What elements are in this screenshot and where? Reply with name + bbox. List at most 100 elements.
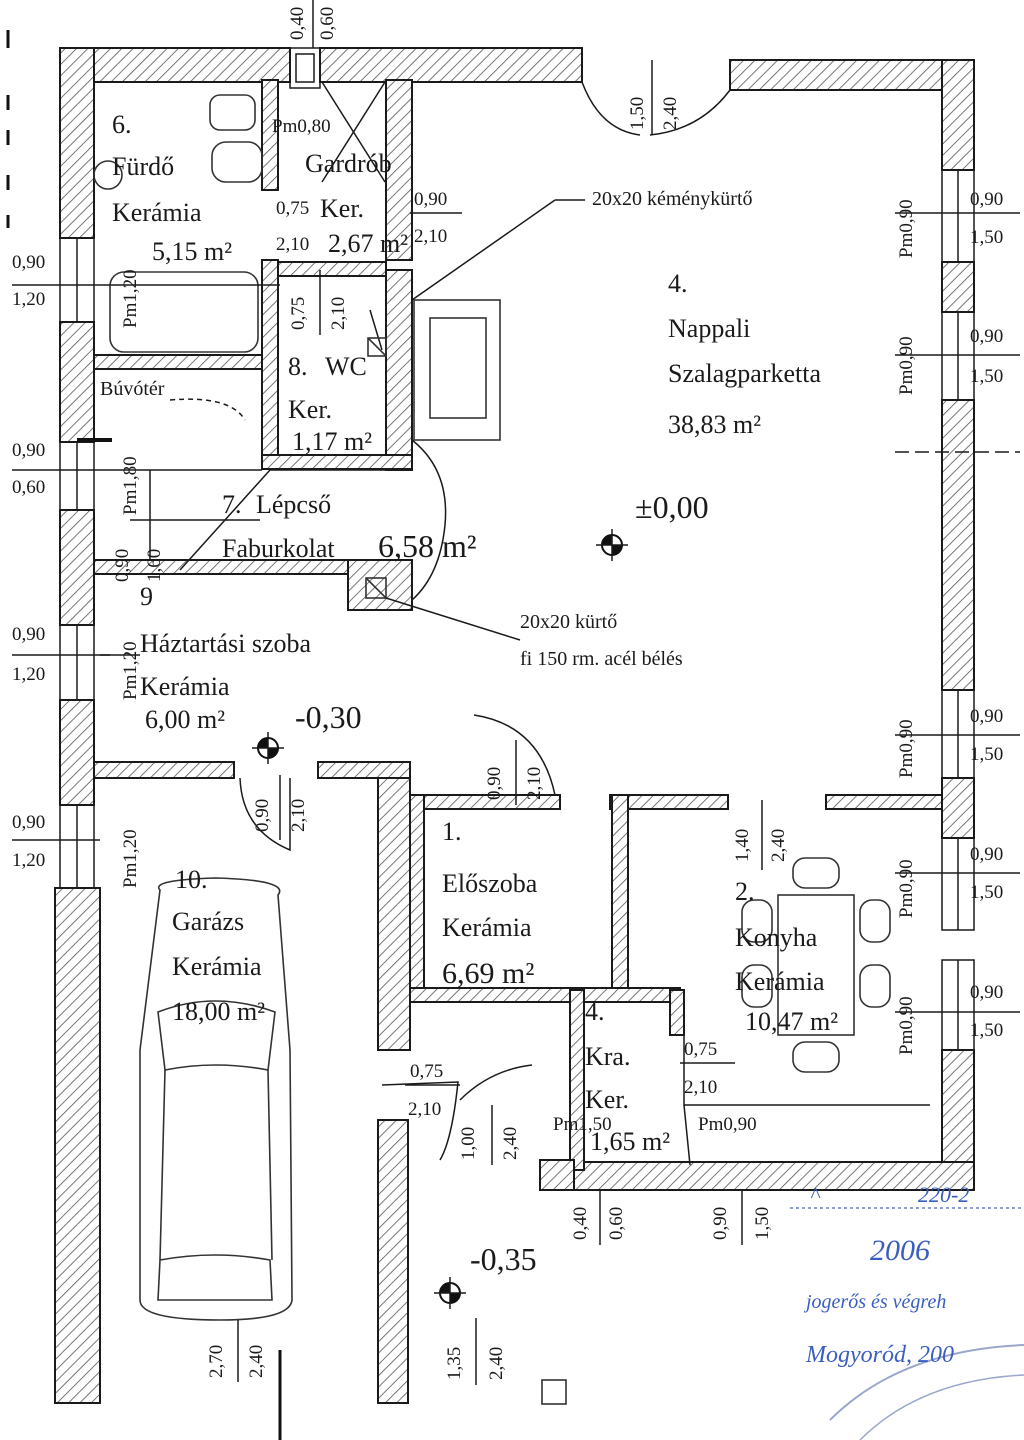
wall-kitchen-top — [825, 794, 943, 810]
dim-pm-bath-win: Pm1,20 — [120, 269, 141, 328]
dim-bath-door2-b: 2,10 — [328, 297, 349, 330]
dim-right-w4-a: 0,90 — [970, 844, 1003, 865]
dim-right-w2-a: 0,90 — [970, 326, 1003, 347]
room-kitchen-floor: Kerámia — [735, 967, 825, 996]
room-stair-floor: Faburkolat — [222, 534, 335, 563]
wall-bath-gard — [261, 79, 279, 191]
wall-gard-right — [385, 79, 413, 261]
dim-right-w3-a: 0,90 — [970, 706, 1003, 727]
bathtub — [109, 271, 259, 353]
room-utility-floor: Kerámia — [140, 672, 230, 701]
dim-bath-door-b: 2,10 — [276, 234, 309, 255]
dim-hall-door-b: 2,10 — [408, 1099, 441, 1120]
dim-pm-util: Pm1,20 — [120, 641, 141, 700]
wall-left-1 — [59, 47, 95, 239]
dim-kitchen-door-a: 1,40 — [732, 829, 753, 862]
stamp-line-2: 2006 — [870, 1234, 930, 1267]
room-living-name: Nappali — [668, 314, 750, 343]
dim-entry-door-a: 0,90 — [484, 767, 505, 800]
dim-top-b: 0,60 — [317, 7, 338, 40]
room-bath-floor: Kerámia — [112, 198, 202, 227]
room-kitchen-name: Konyha — [735, 923, 818, 952]
room-living-num: 4. — [668, 269, 688, 298]
room-wardrobe-name: Gardrób — [305, 149, 392, 178]
wall-left-3 — [59, 509, 95, 626]
wall-garage-right-upper — [377, 774, 411, 1051]
dim-bath-door-a: 0,75 — [276, 198, 309, 219]
levels: ±0,00 -0,30 -0,35 — [295, 489, 709, 1277]
dim-right-w4-b: 1,50 — [970, 882, 1003, 903]
dim-porch-b: 2,40 — [486, 1347, 507, 1380]
level-markers — [252, 529, 628, 1309]
room-hall-name: Előszoba — [442, 869, 538, 898]
stair — [100, 398, 447, 601]
room-pantry-floor: Ker. — [585, 1085, 629, 1114]
dim-util-door-a: 0,90 — [252, 799, 273, 832]
wall-util-bottom-1 — [93, 761, 235, 779]
wall-top-right — [729, 59, 974, 91]
dim-hall-door-a: 0,75 — [410, 1061, 443, 1082]
note-chimney-mid-1: 20x20 kürtő — [520, 611, 617, 633]
wall-left-4 — [59, 699, 95, 806]
room-hall-num: 1. — [442, 817, 462, 846]
dim-left-w3-a: 0,90 — [12, 624, 45, 645]
dim-left-w2-b: 0,60 — [12, 477, 45, 498]
room-bath-num: 6. — [112, 110, 132, 139]
wall-right-1 — [941, 59, 975, 171]
room-living-area: 38,83 m² — [668, 410, 761, 439]
room-stair-name: Lépcső — [256, 490, 331, 519]
dim-pm-stair: Pm1,80 — [120, 456, 141, 515]
dim-pm-r2: Pm0,90 — [896, 336, 917, 395]
dim-right-w1-b: 1,50 — [970, 227, 1003, 248]
shower — [93, 160, 123, 190]
wall-hall-bottom — [409, 987, 681, 1003]
dim-kra-door-b: 2,10 — [684, 1077, 717, 1098]
wall-left-2 — [59, 321, 95, 443]
dim-bottom-d: 1,50 — [752, 1207, 773, 1240]
dim-front-door-a: 1,00 — [458, 1127, 479, 1160]
dim-right-w5-b: 1,50 — [970, 1020, 1003, 1041]
dim-pm-gar: Pm1,20 — [120, 829, 141, 888]
doors — [239, 81, 930, 1166]
dim-pm-bath: Pm0,80 — [272, 116, 331, 137]
notes: 20x20 kéménykürtő 20x20 kürtő fi 150 rm.… — [520, 188, 753, 670]
wall-wc-bottom — [261, 454, 413, 470]
dim-pm-kra: Pm1,50 — [553, 1114, 612, 1135]
dining-table — [777, 894, 855, 1036]
dim-top-d: 2,40 — [660, 97, 681, 130]
wall-util-bottom-2 — [317, 761, 411, 779]
room-bath-name: Fürdő — [112, 152, 174, 181]
note-chimney-top: 20x20 kéménykürtő — [592, 188, 753, 210]
dim-gard-door-b: 2,10 — [414, 226, 447, 247]
room-utility-area: 6,00 m² — [145, 705, 225, 734]
wall-left-5 — [54, 887, 101, 1404]
room-kitchen-area: 10,47 m² — [745, 1007, 838, 1036]
room-wc-floor: Ker. — [288, 395, 332, 424]
room-wc-area: 1,17 m² — [292, 427, 372, 456]
leader-lines — [12, 199, 1020, 1440]
wall-kra-right — [669, 989, 685, 1036]
wall-garage-right — [377, 1119, 409, 1404]
dim-gard-door-a: 0,90 — [414, 189, 447, 210]
room-hall-floor: Kerámia — [442, 913, 532, 942]
dim-bath-door2-a: 0,75 — [288, 297, 309, 330]
dim-left-w1-b: 1,20 — [12, 289, 45, 310]
furniture — [93, 94, 891, 1405]
note-chimney-mid-2: fi 150 rm. acél bélés — [520, 648, 683, 670]
room-wc-name: WC — [325, 352, 367, 381]
room-garage-num: 10. — [175, 865, 208, 894]
wall-hall-left — [409, 794, 425, 991]
toilet — [209, 94, 256, 131]
room-wardrobe-floor: Ker. — [320, 194, 364, 223]
dim-bottom-c: 0,90 — [710, 1207, 731, 1240]
car — [139, 877, 293, 1321]
room-kitchen-num: 2. — [735, 877, 755, 906]
stamp-line-3: jogerős és végreh — [803, 1291, 946, 1313]
wall-bottom-kitchen — [539, 1161, 975, 1191]
dim-left-w1-a: 0,90 — [12, 252, 45, 273]
walls — [54, 47, 975, 1404]
stamp-arrow: ^ — [810, 1182, 821, 1207]
room-garage-area: 18,00 m² — [172, 997, 265, 1026]
dim-left-w4-b: 1,20 — [12, 850, 45, 871]
